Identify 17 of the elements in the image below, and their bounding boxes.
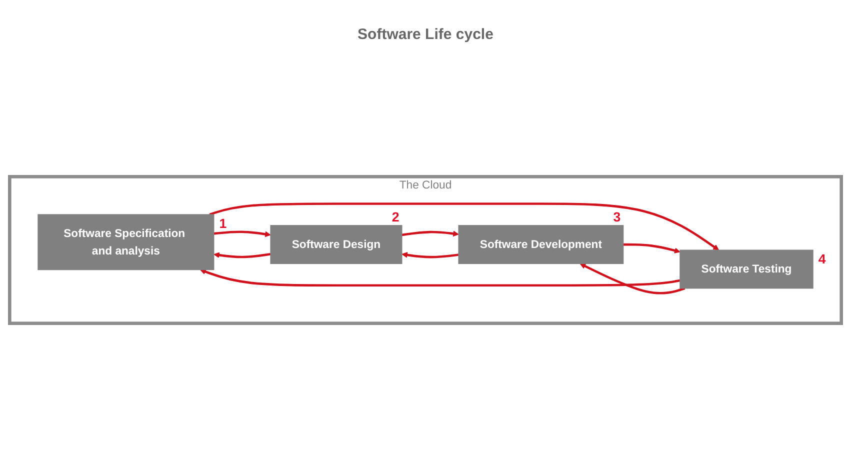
node-box: Software Specification and analysis [38, 214, 214, 270]
arrow [580, 263, 686, 294]
arrow [214, 252, 271, 258]
arrow [214, 230, 271, 238]
arrow [402, 252, 459, 258]
node-box: Software Development [458, 225, 624, 264]
step-number: 1 [219, 216, 227, 231]
arrow [209, 202, 719, 250]
node-box: Software Testing [680, 250, 814, 289]
arrow [200, 268, 680, 287]
step-number: 3 [613, 209, 621, 224]
arrow [402, 230, 459, 237]
arrow [623, 243, 680, 254]
step-number: 2 [392, 209, 400, 224]
center-label: Software Life cycle [358, 26, 494, 43]
node-box: Software Design [270, 225, 402, 264]
step-number: 4 [818, 251, 826, 266]
